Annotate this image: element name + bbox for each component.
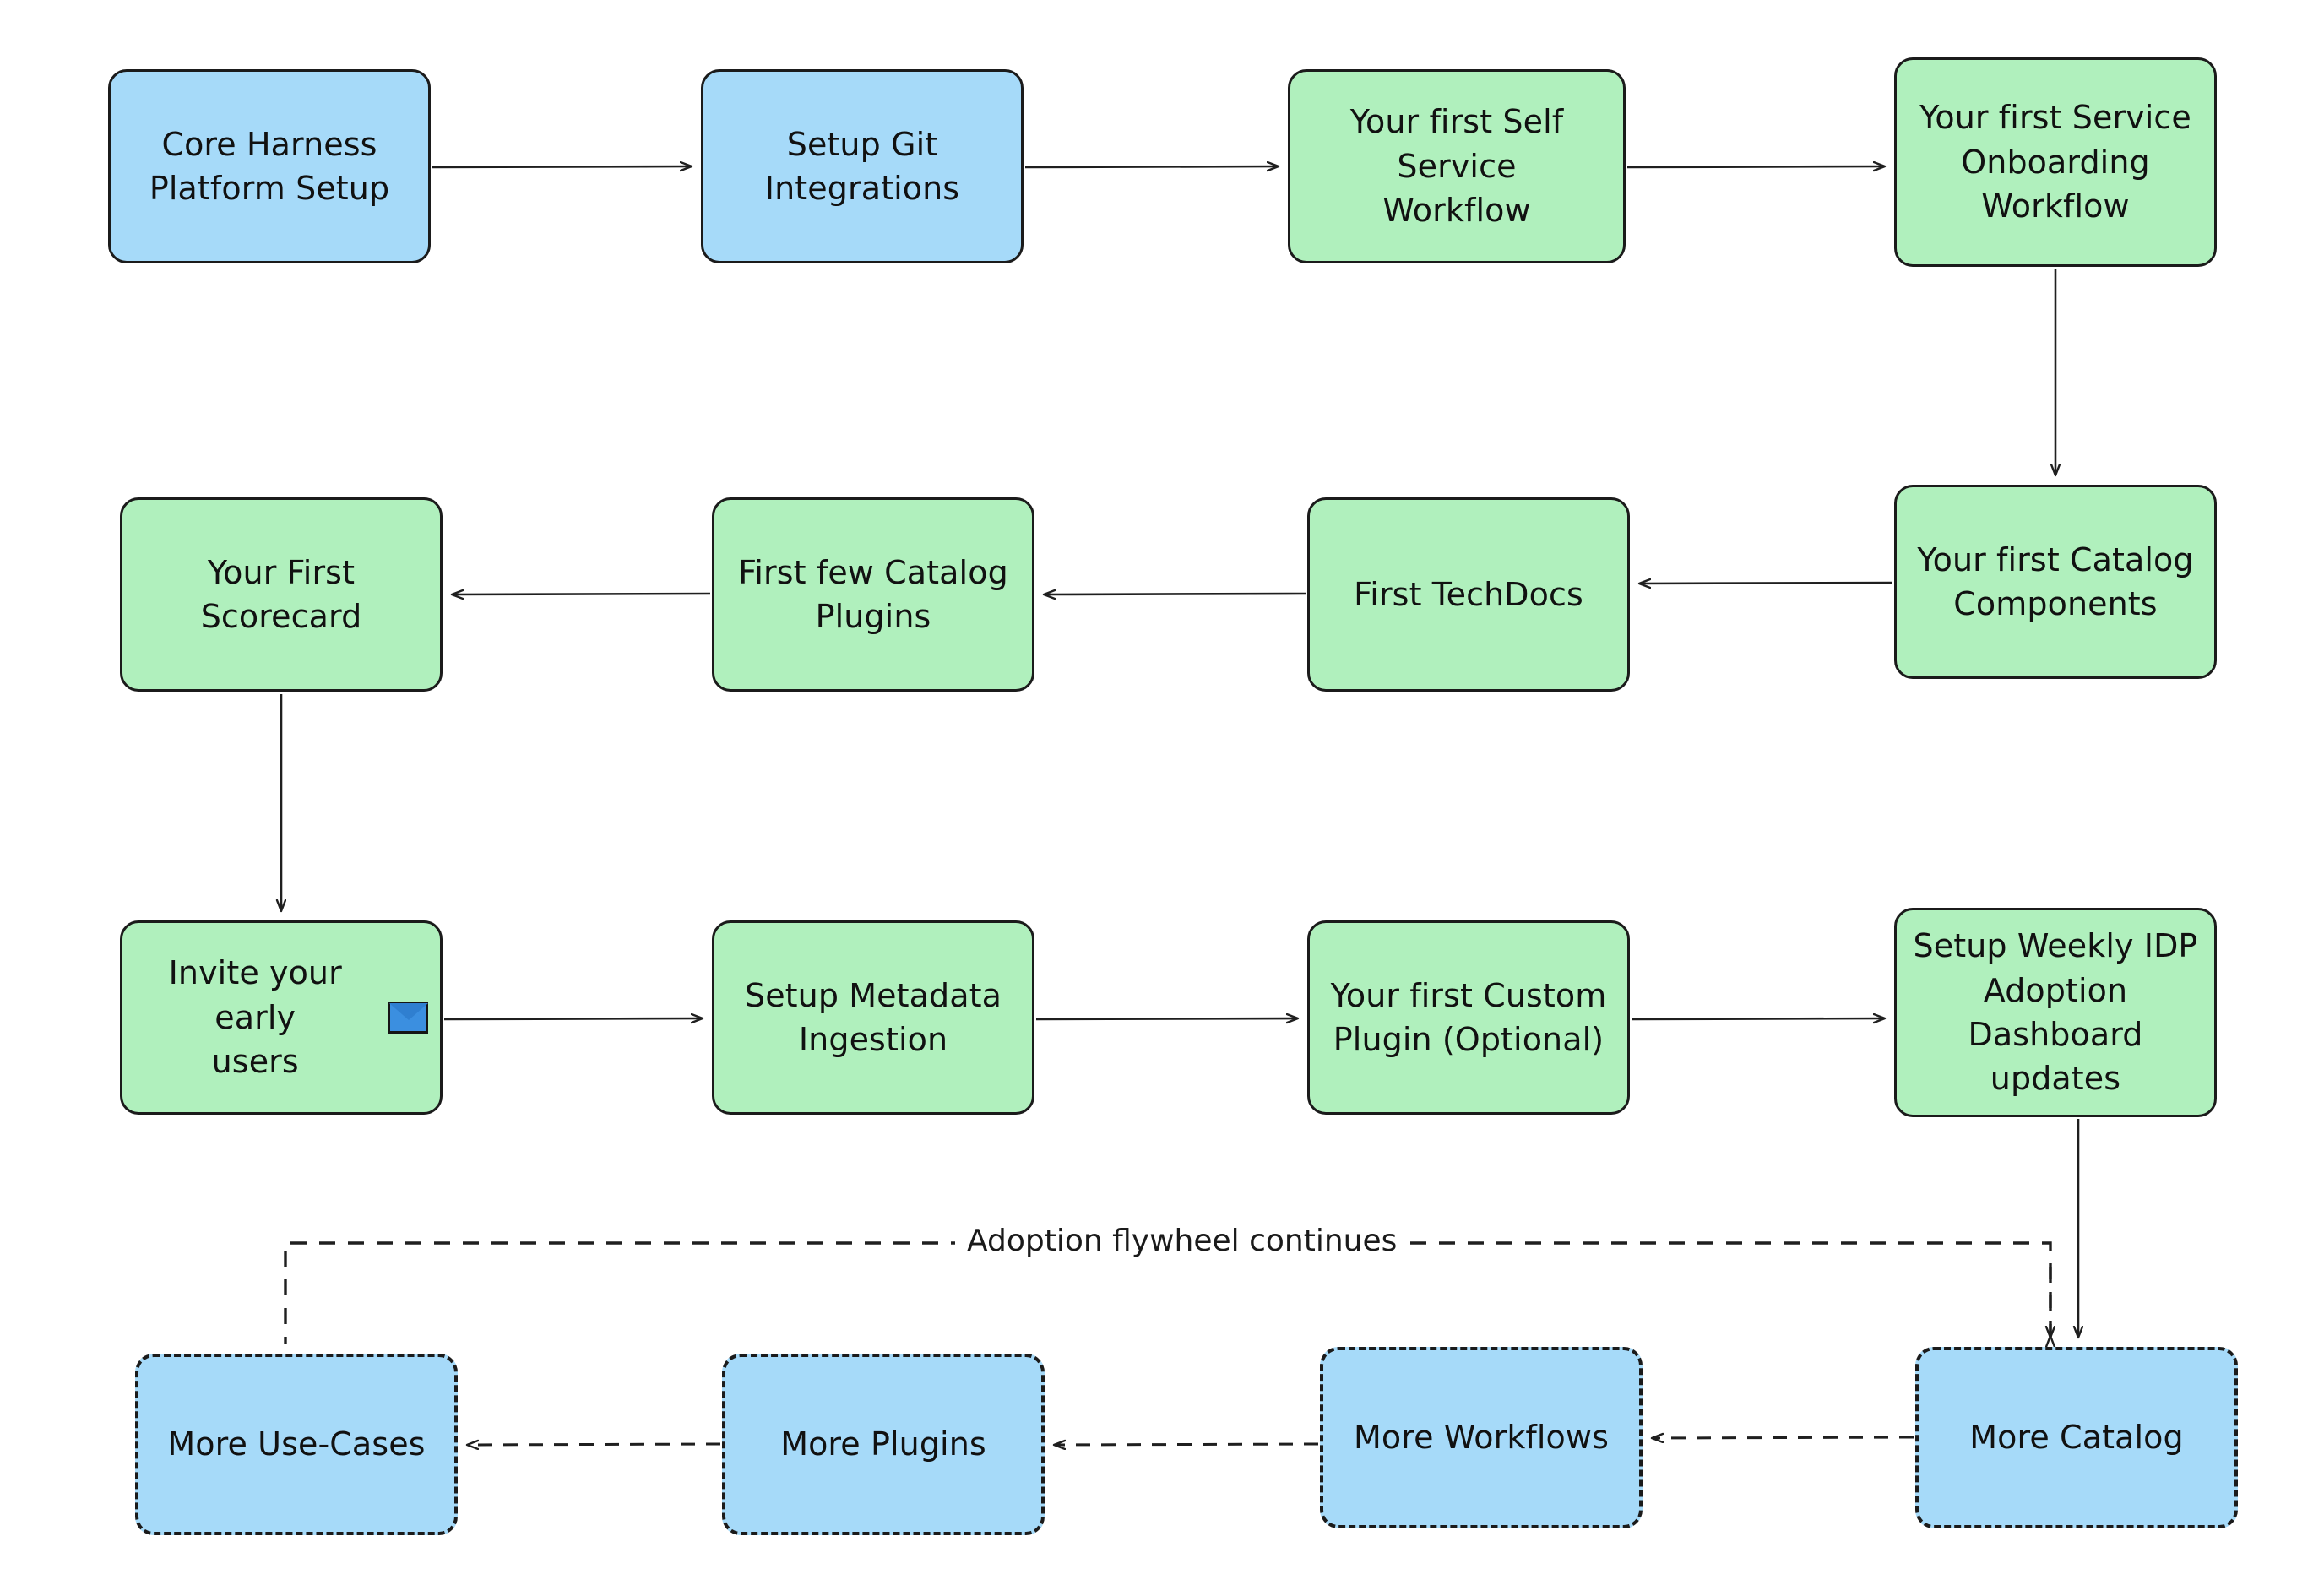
edge-label-adoption-flywheel: Adoption flywheel continues: [955, 1222, 1409, 1260]
node-core-harness-platform-setup[interactable]: Core Harness Platform Setup: [108, 69, 431, 263]
node-setup-git-integrations[interactable]: Setup Git Integrations: [701, 69, 1024, 263]
node-label: Setup Git Integrations: [764, 125, 960, 207]
node-label: Setup Weekly IDP Adoption Dashboard upda…: [1913, 927, 2198, 1098]
node-your-first-catalog-components[interactable]: Your first Catalog Components: [1894, 485, 2217, 679]
edge-selfservice-to-onboarding: [1626, 166, 1884, 167]
node-label: More Workflows: [1354, 1419, 1609, 1457]
node-your-first-custom-plugin[interactable]: Your first Custom Plugin (Optional): [1307, 920, 1630, 1115]
node-label: More Catalog: [1969, 1419, 2184, 1457]
node-more-plugins[interactable]: More Plugins: [722, 1354, 1045, 1535]
node-label: Your first Self Service Workflow: [1349, 103, 1564, 230]
edge-catalog-components-to-techdocs: [1640, 583, 1893, 584]
edge-more-catalog-to-more-workflows: [1653, 1437, 1914, 1438]
node-label: Setup Metadata Ingestion: [744, 976, 1002, 1058]
node-first-few-catalog-plugins[interactable]: First few Catalog Plugins: [712, 497, 1034, 692]
node-your-first-scorecard[interactable]: Your First Scorecard: [120, 497, 443, 692]
node-label: Your first Catalog Components: [1917, 540, 2194, 622]
node-label: More Plugins: [780, 1425, 986, 1463]
edge-metadata-to-custom-plugin: [1035, 1018, 1297, 1019]
edge-git-to-selfservice: [1024, 166, 1278, 167]
node-label: First TechDocs: [1354, 575, 1583, 613]
node-label: Your first Service Onboarding Workflow: [1919, 99, 2191, 225]
node-more-use-cases[interactable]: More Use-Cases: [135, 1354, 458, 1535]
envelope-icon: [388, 1002, 429, 1034]
node-label: Core Harness Platform Setup: [149, 125, 390, 207]
edge-invite-users-to-metadata: [443, 1018, 702, 1019]
edge-core-to-git: [432, 166, 691, 167]
node-label: Your first Custom Plugin (Optional): [1330, 976, 1607, 1058]
node-more-catalog[interactable]: More Catalog: [1915, 1347, 2238, 1528]
node-setup-weekly-idp-adoption-dashboard-updates[interactable]: Setup Weekly IDP Adoption Dashboard upda…: [1894, 908, 2217, 1117]
node-invite-your-early-users[interactable]: Invite your early users: [120, 920, 443, 1115]
node-first-techdocs[interactable]: First TechDocs: [1307, 497, 1630, 692]
edge-more-workflows-to-more-plugins: [1055, 1444, 1319, 1445]
node-label: Your First Scorecard: [200, 553, 362, 635]
node-label: More Use-Cases: [167, 1425, 426, 1463]
edge-more-plugins-to-more-use-cases: [468, 1444, 721, 1445]
node-setup-metadata-ingestion[interactable]: Setup Metadata Ingestion: [712, 920, 1034, 1115]
node-your-first-service-onboarding-workflow[interactable]: Your first Service Onboarding Workflow: [1894, 57, 2217, 267]
edge-custom-plugin-to-dashboard: [1631, 1018, 1884, 1019]
node-your-first-self-service-workflow[interactable]: Your first Self Service Workflow: [1288, 69, 1626, 263]
node-label: Invite your early users: [168, 954, 342, 1081]
node-more-workflows[interactable]: More Workflows: [1320, 1347, 1643, 1528]
node-label: First few Catalog Plugins: [738, 553, 1008, 635]
